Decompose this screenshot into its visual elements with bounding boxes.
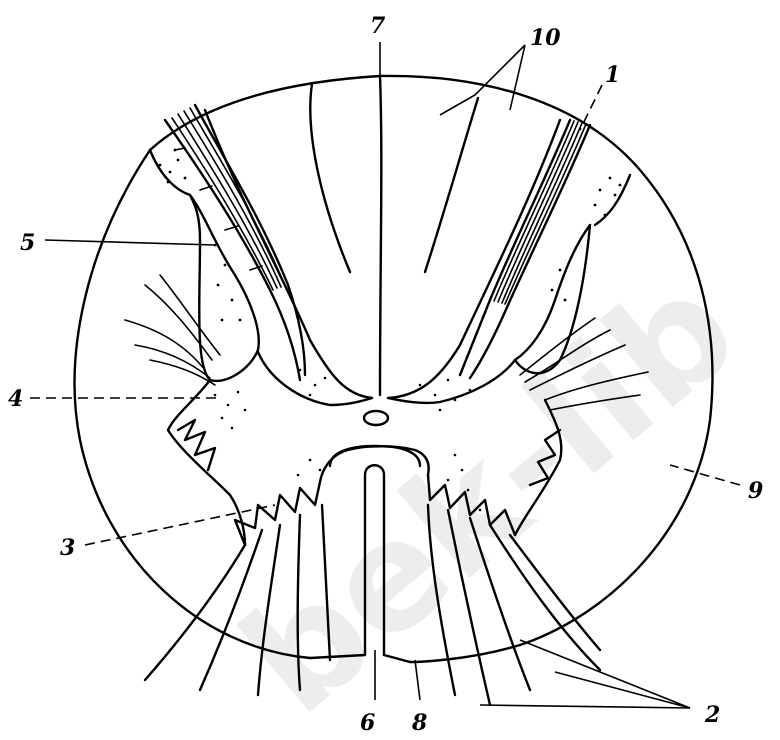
leader-5 xyxy=(45,240,215,245)
leader-2b xyxy=(480,705,690,708)
label-10: 10 xyxy=(530,25,561,51)
posterior-column-left-border xyxy=(310,84,350,272)
posterior-horn-left-inner xyxy=(205,110,372,398)
label-1: 1 xyxy=(605,62,620,88)
left-dorsal-root xyxy=(165,105,305,380)
label-3: 3 xyxy=(60,535,75,561)
posterior-column-right-border xyxy=(425,98,478,272)
posterior-median-septum xyxy=(380,76,381,395)
leader-2c xyxy=(555,672,690,708)
label-7: 7 xyxy=(370,13,386,39)
label-8: 8 xyxy=(411,710,427,736)
watermark-text: bek-lib xyxy=(211,241,768,740)
watermark: bek-lib xyxy=(211,241,768,740)
leader-9 xyxy=(670,465,740,485)
label-9: 9 xyxy=(748,478,763,504)
label-5: 5 xyxy=(20,230,35,256)
label-6: 6 xyxy=(360,710,375,736)
leader-10b xyxy=(510,45,525,110)
label-2: 2 xyxy=(704,702,720,728)
central-canal xyxy=(364,411,388,425)
label-4: 4 xyxy=(8,386,23,412)
leader-2a xyxy=(520,640,690,708)
